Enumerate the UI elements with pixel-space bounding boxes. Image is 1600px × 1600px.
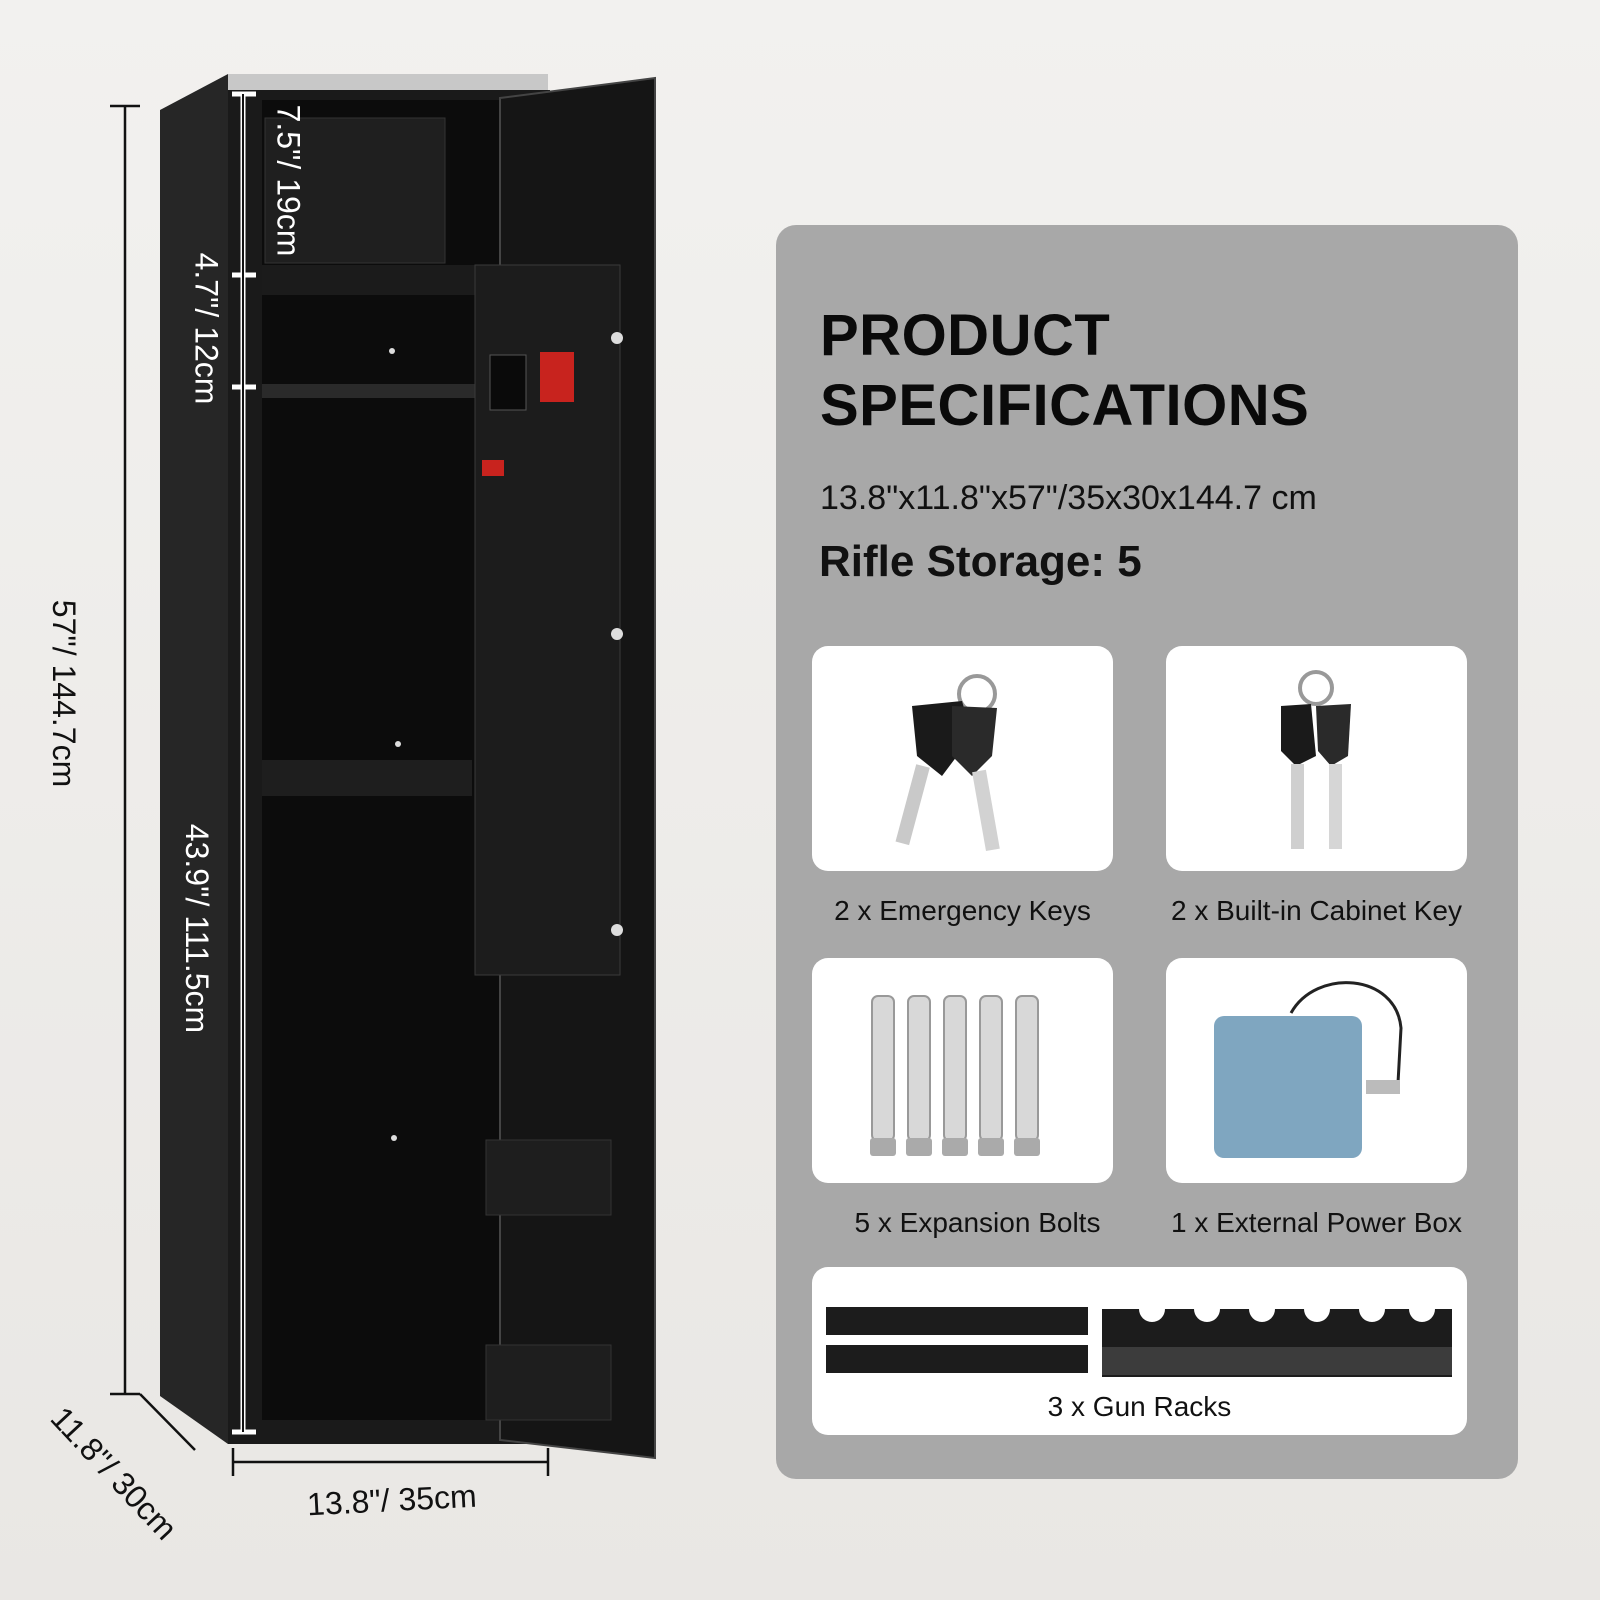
power-box-card: [1166, 958, 1467, 1183]
specifications-panel: PRODUCT SPECIFICATIONS 13.8"x11.8"x57"/3…: [776, 225, 1518, 1479]
cabinet-keys-label: 2 x Built-in Cabinet Key: [1170, 895, 1463, 926]
power-box-label: 1 x External Power Box: [1170, 1207, 1463, 1238]
battery-box-icon: [1214, 981, 1403, 1158]
width-dimension-line: [231, 1448, 550, 1476]
height-dimension-line: [110, 104, 140, 1396]
rifle-compartment-label: 43.9"/ 111.5cm: [179, 823, 216, 1034]
emergency-keys-card: [812, 646, 1113, 871]
keys-icon: [1281, 670, 1351, 849]
expansion-bolts-card: [812, 958, 1113, 1183]
title-line-1: PRODUCT: [820, 303, 1111, 368]
title-line-2: SPECIFICATIONS: [820, 373, 1310, 438]
gun-cabinet-image: [110, 74, 656, 1476]
size-spec: 13.8"x11.8"x57"/35x30x144.7 cm: [820, 479, 1317, 517]
expansion-bolts-label: 5 x Expansion Bolts: [854, 1207, 1101, 1238]
rifle-storage-spec: Rifle Storage: 5: [819, 537, 1142, 586]
gun-racks-label: 3 x Gun Racks: [1047, 1391, 1232, 1422]
cabinet-keys-card: [1166, 646, 1467, 871]
gun-racks-card: 3 x Gun Racks: [812, 1267, 1467, 1435]
depth-dimension-line: [139, 1393, 196, 1451]
height-label: 57"/ 144.7cm: [46, 599, 83, 788]
shelf-gap-label: 4.7"/ 12cm: [188, 252, 225, 405]
top-compartment-label: 7.5"/ 19cm: [270, 104, 307, 257]
gun-racks-icon: [826, 1296, 1452, 1377]
emergency-keys-label: 2 x Emergency Keys: [834, 895, 1091, 926]
bolts-icon: [870, 995, 1040, 1156]
specs-title: PRODUCT SPECIFICATIONS: [820, 301, 1309, 441]
keys-icon: [895, 674, 1000, 852]
